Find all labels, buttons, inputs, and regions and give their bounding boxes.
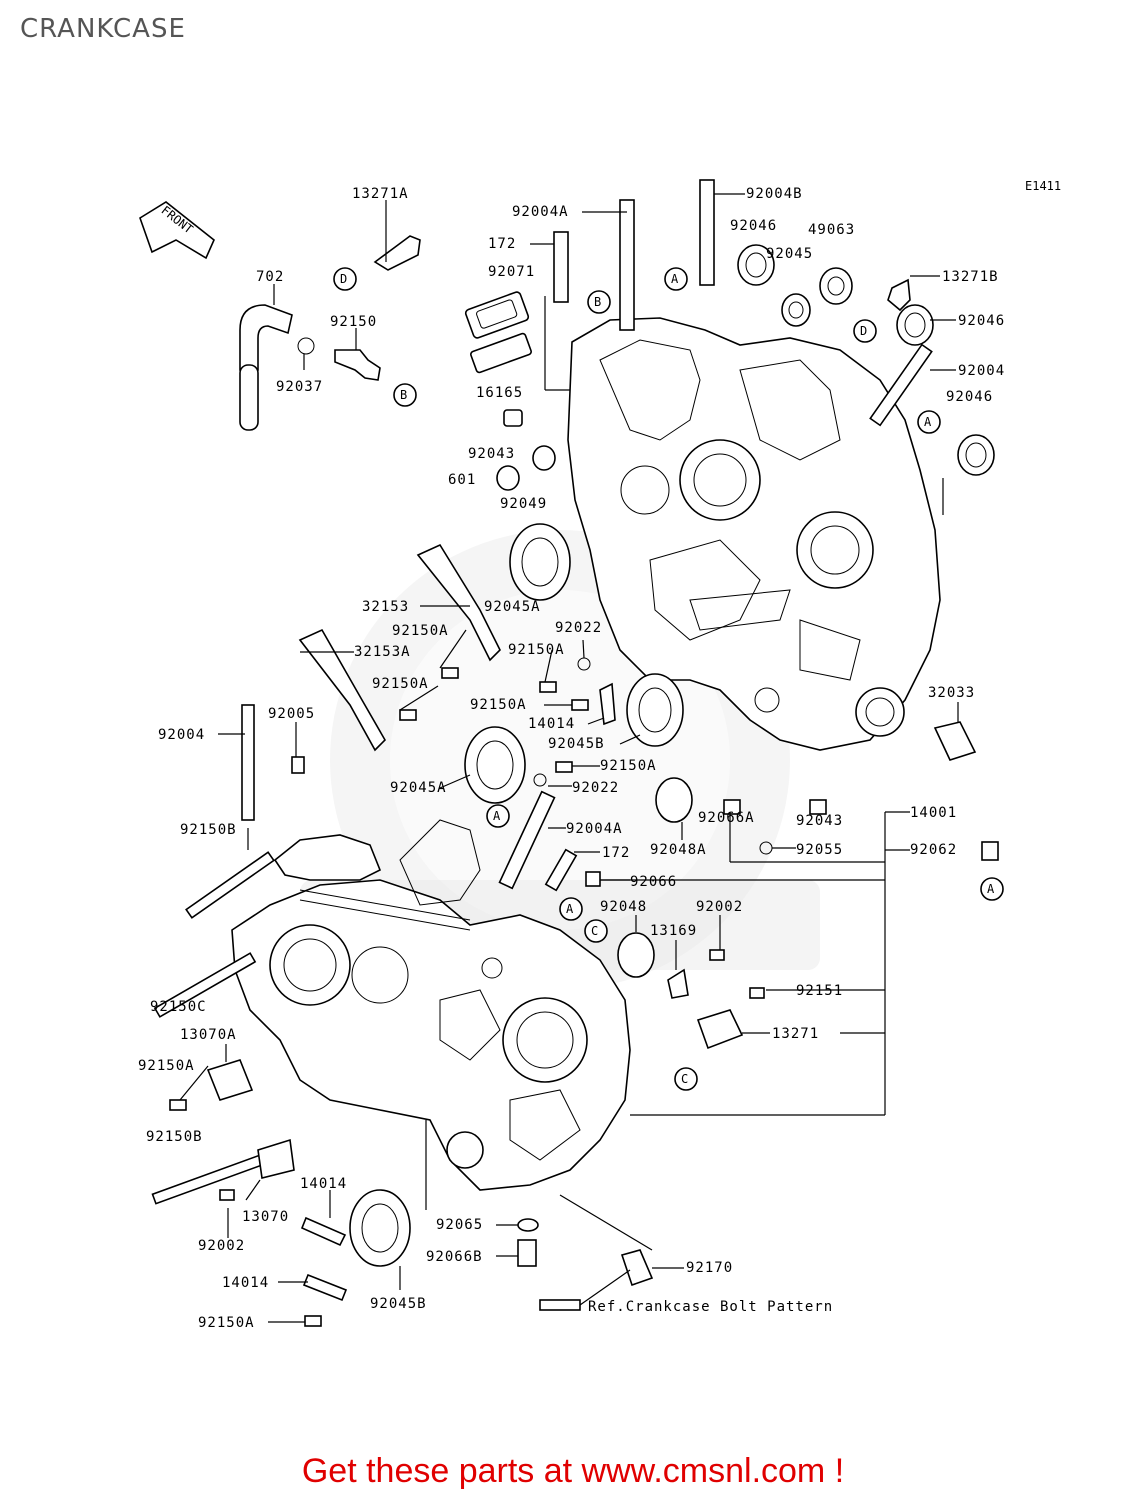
callout-b-top: B [587,290,611,314]
callout-c-13271: C [674,1067,698,1091]
part-label: 92043 [468,446,515,462]
part-label: 92049 [500,496,547,512]
part-label: 32153 [362,599,409,615]
part-label: 32153A [354,644,411,660]
svg-text:C: C [681,1072,688,1086]
svg-text:A: A [987,882,995,896]
part-label: 92150B [146,1129,203,1145]
part-label: 92046 [958,313,1005,329]
part-label: 92004A [512,204,569,220]
part-label: 13169 [650,923,697,939]
part-label: 92055 [796,842,843,858]
part-label: 92045B [370,1296,427,1312]
part-label: 172 [488,236,516,252]
part-label: 92066A [698,810,755,826]
part-label: 92150A [198,1315,255,1331]
svg-text:A: A [566,902,574,916]
part-label: 14001 [910,805,957,821]
crankcase-exploded-diagram: E1411 FRONT [138,179,1061,1331]
part-label: 92150A [138,1058,195,1074]
svg-text:A: A [671,272,679,286]
svg-text:D: D [860,324,867,338]
part-label: 702 [256,269,284,285]
part-label: 92065 [436,1217,483,1233]
part-label: 13070 [242,1209,289,1225]
part-label: 92150A [372,676,429,692]
callout-b-left: B [393,383,417,407]
part-label: 13271 [772,1026,819,1042]
part-label: 92150A [470,697,527,713]
cta-link[interactable]: Get these parts at www.cmsnl.com ! [301,1452,845,1490]
svg-text:D: D [340,272,347,286]
part-label: 92037 [276,379,323,395]
part-label: 92066 [630,874,677,890]
part-label: 92048 [600,899,647,915]
part-label: 13070A [180,1027,237,1043]
part-label: 49063 [808,222,855,238]
part-label: 92045A [390,780,447,796]
part-label: 92004B [746,186,803,202]
part-label: 16165 [476,385,523,401]
part-label: 92022 [555,620,602,636]
part-label: 92150B [180,822,237,838]
part-label: 92062 [910,842,957,858]
part-label: 92005 [268,706,315,722]
part-label: 92045A [484,599,541,615]
svg-text:A: A [493,809,501,823]
part-label: 13271B [942,269,999,285]
leader-lines [179,193,959,1323]
part-label: 92045B [548,736,605,752]
part-label: 601 [448,472,476,488]
part-label: 172 [602,845,630,861]
part-label: 92066B [426,1249,483,1265]
part-label: 92004 [958,363,1005,379]
ref-crankcase-bolt-pattern: Ref.Crankcase Bolt Pattern [588,1299,833,1315]
part-label: 32033 [928,685,975,701]
part-label: 92150A [600,758,657,774]
callout-c-lower: C [584,919,608,943]
callout-a-mid: A [486,804,510,828]
part-label: 14014 [222,1275,269,1291]
part-label: 92045 [766,246,813,262]
callout-d-left: D [333,267,357,291]
part-label: 92004A [566,821,623,837]
part-label: 92046 [946,389,993,405]
part-label: 14014 [528,716,575,732]
front-arrow-icon: FRONT [139,201,215,260]
part-label: 92046 [730,218,777,234]
cta-banner[interactable]: Get these parts at www.cmsnl.com ! [0,1452,1146,1491]
callout-a-92062: A [980,877,1004,901]
part-label: 92150A [508,642,565,658]
svg-text:C: C [591,924,598,938]
page-title: CRANKCASE [20,14,186,44]
lower-crankcase [231,819,631,1191]
part-label: 14014 [300,1176,347,1192]
svg-text:B: B [400,388,407,402]
diagram-code: E1411 [1025,179,1061,193]
part-label: 92004 [158,727,205,743]
part-label: 92170 [686,1260,733,1276]
part-label: 92151 [796,983,843,999]
callout-a-lower: A [559,897,583,921]
part-label: 92150 [330,314,377,330]
callout-d-right: D [853,319,877,343]
part-label: 13271A [352,186,409,202]
svg-text:B: B [594,295,601,309]
part-label: 92002 [198,1238,245,1254]
part-label: 92043 [796,813,843,829]
part-label: 92002 [696,899,743,915]
part-labels: 13271A 702 92150 92037 92004A 92004B 172… [138,186,1005,1331]
callout-circles: D B B A D A A A A C C [333,267,1004,1091]
upper-crankcase [567,317,941,751]
part-label: 92150A [392,623,449,639]
part-label: 92022 [572,780,619,796]
part-label: 92071 [488,264,535,280]
parts-shapes [151,179,999,1327]
part-label: 92048A [650,842,707,858]
svg-text:A: A [924,415,932,429]
part-label: 92150C [150,999,207,1015]
callout-a-right: A [917,410,941,434]
callout-a-top: A [664,267,688,291]
